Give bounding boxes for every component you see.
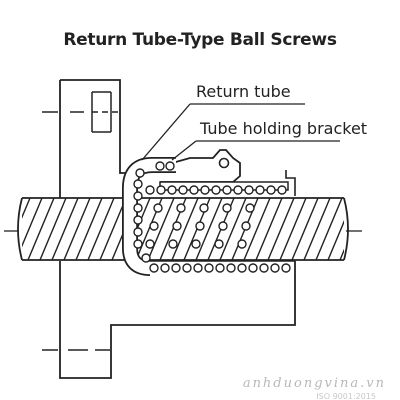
callout-leaders xyxy=(141,103,340,161)
label-return-tube: Return tube xyxy=(196,82,291,101)
recirculating-balls xyxy=(133,161,291,273)
diagram-title: Return Tube-Type Ball Screws xyxy=(63,30,337,50)
watermark: anhduongvina.vn xyxy=(242,376,386,391)
bracket-bolt xyxy=(218,157,230,169)
watermark-subtext: ISO 9001:2015 xyxy=(316,392,376,400)
tube-holding-bracket xyxy=(160,149,241,183)
hole-centerlines xyxy=(42,111,120,351)
label-tube-holding-bracket: Tube holding bracket xyxy=(199,119,367,138)
